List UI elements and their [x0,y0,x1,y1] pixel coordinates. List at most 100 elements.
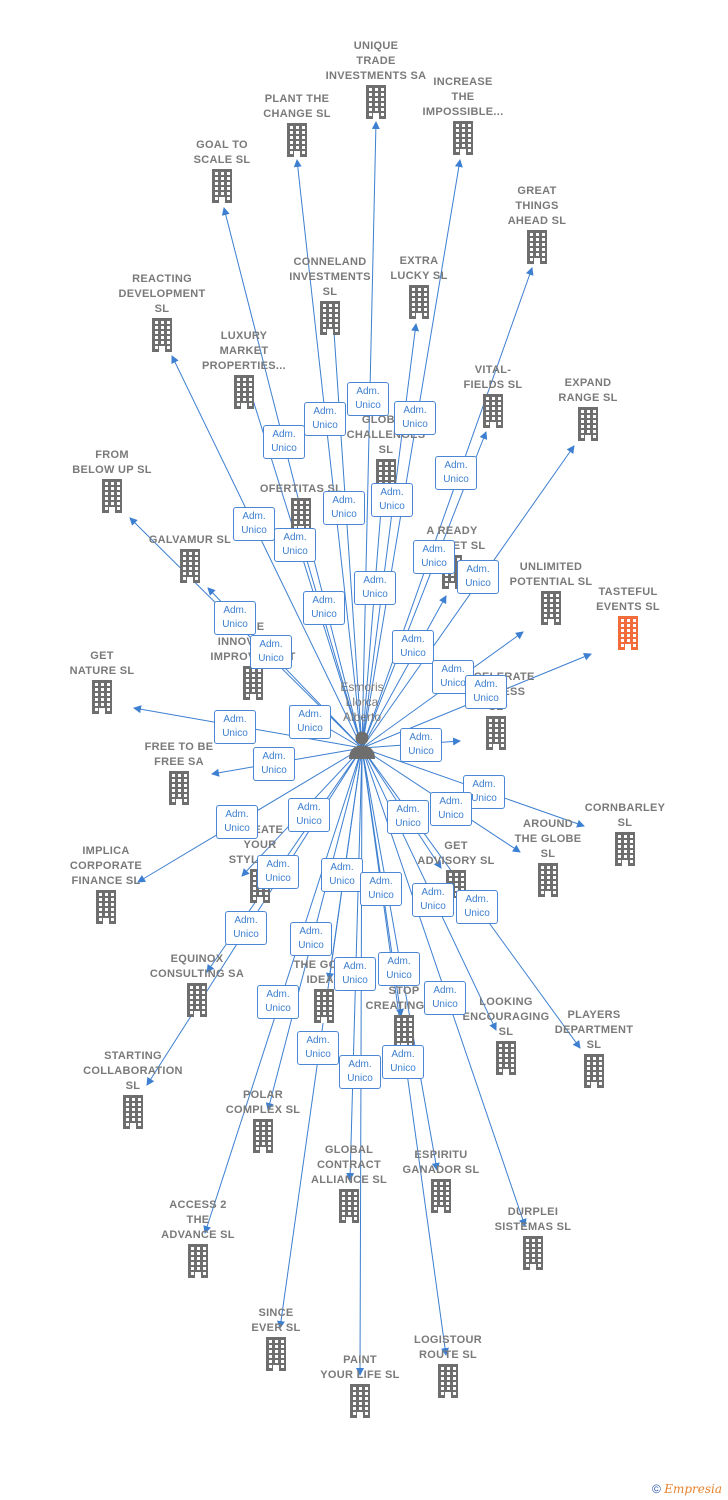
company-node-extra-lucky-sl[interactable]: EXTRA LUCKY SL [359,254,479,319]
role-badge[interactable]: Adm. Unico [387,800,429,834]
company-node-tasteful-events-sl[interactable]: TASTEFUL EVENTS SL [568,585,688,650]
role-badge[interactable]: Adm. Unico [253,747,295,781]
role-badge[interactable]: Adm. Unico [250,635,292,669]
building-icon [287,123,307,157]
company-label: CONNELAND INVESTMENTS SL [289,256,371,298]
company-node-paint-your-life-sl[interactable]: PAINT YOUR LIFE SL [300,1353,420,1418]
role-badge[interactable]: Adm. Unico [424,981,466,1015]
company-node-equinox-consulting-sa[interactable]: EQUINOX CONSULTING SA [137,952,257,1017]
company-node-the-good-ideas[interactable]: THE GOOD IDEAS [264,958,384,1023]
company-node-starting-collaboration-sl[interactable]: STARTING COLLABORATION SL [73,1049,193,1129]
role-badge[interactable]: Adm. Unico [233,507,275,541]
company-node-looking-encouraging-sl[interactable]: LOOKING ENCOURAGING SL [446,995,566,1075]
company-node-polar-complex-sl[interactable]: POLAR COMPLEX SL [203,1088,323,1153]
company-label: PAINT YOUR LIFE SL [320,1354,400,1381]
company-label: TASTEFUL EVENTS SL [596,586,660,613]
role-badge[interactable]: Adm. Unico [288,798,330,832]
role-badge[interactable]: Adm. Unico [435,456,477,490]
building-icon [483,394,503,428]
role-badge[interactable]: Adm. Unico [214,710,256,744]
building-icon [187,983,207,1017]
building-icon [180,549,200,583]
building-icon [96,890,116,924]
company-label: ACCESS 2 THE ADVANCE SL [161,1199,235,1241]
company-node-plant-the-change-sl[interactable]: PLANT THE CHANGE SL [237,92,357,157]
role-badge[interactable]: Adm. Unico [323,491,365,525]
role-badge[interactable]: Adm. Unico [290,922,332,956]
company-node-luxury-market-properties[interactable]: LUXURY MARKET PROPERTIES... [184,329,304,409]
role-badge[interactable]: Adm. Unico [263,425,305,459]
building-icon [92,680,112,714]
role-badge[interactable]: Adm. Unico [257,855,299,889]
edge-great-things-ahead-sl [361,267,534,749]
person-icon [349,731,375,759]
role-badge[interactable]: Adm. Unico [394,401,436,435]
company-node-access-2-the-advance-sl[interactable]: ACCESS 2 THE ADVANCE SL [138,1198,258,1278]
company-node-around-the-globe-sl[interactable]: AROUND THE GLOBE SL [488,817,608,897]
brand-logo[interactable]: Empresia [664,1482,722,1496]
company-label: EXTRA LUCKY SL [390,255,448,282]
company-node-from-below-up-sl[interactable]: FROM BELOW UP SL [52,448,172,513]
role-badge[interactable]: Adm. Unico [297,1031,339,1065]
company-node-unlimited-potential-sl[interactable]: UNLIMITED POTENTIAL SL [491,560,611,625]
role-badge[interactable]: Adm. Unico [360,872,402,906]
company-node-conneland-investments-sl[interactable]: CONNELAND INVESTMENTS SL [270,255,390,335]
company-node-unique-trade-investments-sa[interactable]: UNIQUE TRADE INVESTMENTS SA [316,39,436,119]
role-badge[interactable]: Adm. Unico [274,528,316,562]
company-label: UNIQUE TRADE INVESTMENTS SA [325,40,427,82]
role-badge[interactable]: Adm. Unico [400,728,442,762]
role-badge[interactable]: Adm. Unico [382,1045,424,1079]
role-badge[interactable]: Adm. Unico [412,883,454,917]
company-node-free-to-be-free-sa[interactable]: FREE TO BE FREE SA [119,740,239,805]
company-node-get-nature-sl[interactable]: GET NATURE SL [42,649,162,714]
company-node-since-ever-sl[interactable]: SINCE EVER SL [216,1306,336,1371]
company-node-vital-fields-sl[interactable]: VITAL- FIELDS SL [433,363,553,428]
role-badge[interactable]: Adm. Unico [371,483,413,517]
role-badge[interactable]: Adm. Unico [214,601,256,635]
building-icon [339,1189,359,1223]
company-node-global-contract-alliance-sl[interactable]: GLOBAL CONTRACT ALLIANCE SL [289,1143,409,1223]
company-node-espiritu-ganador-sl[interactable]: ESPIRITU GANADOR SL [381,1148,501,1213]
company-node-increase-the-impossible[interactable]: INCREASE THE IMPOSSIBLE... [403,75,523,155]
company-label: FROM BELOW UP SL [72,449,152,476]
company-node-galvamur-sl[interactable]: GALVAMUR SL [130,533,250,583]
company-node-goal-to-scale-sl[interactable]: GOAL TO SCALE SL [162,138,282,203]
role-badge[interactable]: Adm. Unico [456,890,498,924]
role-badge[interactable]: Adm. Unico [216,805,258,839]
role-badge[interactable]: Adm. Unico [334,957,376,991]
center-person[interactable]: Esmoris Llorca Alberto [302,680,422,759]
role-badge[interactable]: Adm. Unico [289,705,331,739]
role-badge[interactable]: Adm. Unico [257,985,299,1019]
role-badge[interactable]: Adm. Unico [339,1055,381,1089]
role-badge[interactable]: Adm. Unico [303,591,345,625]
role-badge[interactable]: Adm. Unico [347,382,389,416]
building-icon [188,1244,208,1278]
role-badge[interactable]: Adm. Unico [430,792,472,826]
role-badge[interactable]: Adm. Unico [378,952,420,986]
role-badge[interactable]: Adm. Unico [392,630,434,664]
building-icon [350,1384,370,1418]
role-badge[interactable]: Adm. Unico [413,540,455,574]
company-label: REACTING DEVELOPMENT SL [118,273,206,315]
company-node-players-department-sl[interactable]: PLAYERS DEPARTMENT SL [534,1008,654,1088]
company-node-durplei-sistemas-sl[interactable]: DURPLEI SISTEMAS SL [473,1205,593,1270]
role-badge[interactable]: Adm. Unico [321,858,363,892]
company-label: IMPLICA CORPORATE FINANCE SL [69,845,143,887]
role-badge[interactable]: Adm. Unico [457,560,499,594]
company-node-logistour-route-sl[interactable]: LOGISTOUR ROUTE SL [388,1333,508,1398]
role-badge[interactable]: Adm. Unico [225,911,267,945]
company-node-implica-corporate-finance-sl[interactable]: IMPLICA CORPORATE FINANCE SL [46,844,166,924]
company-node-cornbarley-sl[interactable]: CORNBARLEY SL [565,801,685,866]
role-badge[interactable]: Adm. Unico [354,571,396,605]
company-label: DURPLEI SISTEMAS SL [494,1206,572,1233]
role-badge[interactable]: Adm. Unico [465,675,507,709]
building-icon [152,318,172,352]
edge-conneland-investments-sl [328,301,363,749]
company-node-great-things-ahead-sl[interactable]: GREAT THINGS AHEAD SL [477,184,597,264]
company-node-reacting-development-sl[interactable]: REACTING DEVELOPMENT SL [102,272,222,352]
company-node-ofertitas-sl[interactable]: OFERTITAS SL [241,482,361,532]
copyright-icon: © [652,1482,661,1496]
role-badge[interactable]: Adm. Unico [304,402,346,436]
company-node-expand-range-sl[interactable]: EXPAND RANGE SL [528,376,648,441]
